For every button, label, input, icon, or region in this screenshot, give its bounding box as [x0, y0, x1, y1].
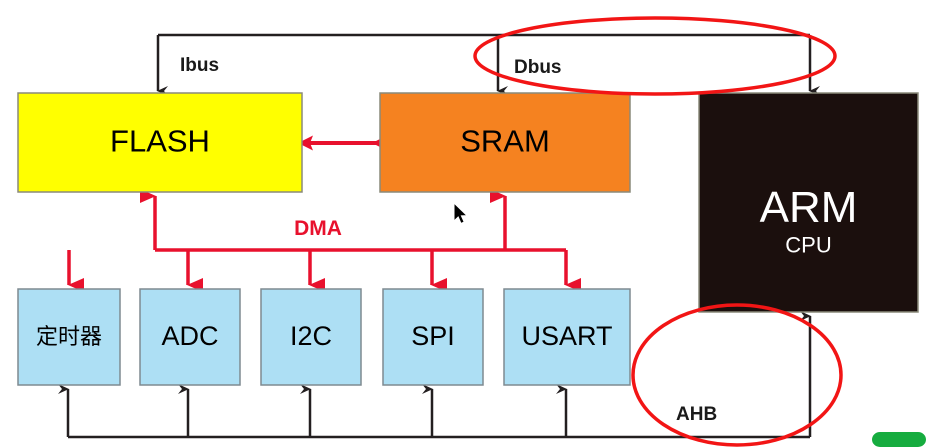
- peripheral-block-spi[interactable]: SPI: [382, 288, 484, 386]
- timer-rect[interactable]: [17, 288, 121, 386]
- usart-label: USART: [521, 321, 612, 351]
- spi-rect[interactable]: [382, 288, 484, 386]
- dma-up-arrows: [140, 189, 507, 250]
- arm-cpu-block[interactable]: ARM CPU: [698, 92, 919, 313]
- flash-rect[interactable]: [17, 92, 303, 193]
- adc-rect[interactable]: [139, 288, 241, 386]
- arm-cpu-label: ARM: [760, 183, 858, 232]
- peripheral-block-usart[interactable]: USART: [503, 288, 631, 386]
- ahb-peripheral-risers: [58, 384, 568, 437]
- i2c-rect[interactable]: [260, 288, 362, 386]
- i2c-label: I2C: [290, 321, 332, 351]
- ahb-label: AHB: [676, 404, 717, 425]
- green-badge: [872, 432, 926, 447]
- sram-label: SRAM: [460, 124, 550, 159]
- flash-label: FLASH: [110, 124, 210, 159]
- ahb-highlight: [631, 303, 843, 447]
- memory-block-sram[interactable]: SRAM: [379, 92, 631, 193]
- memory-blocks-group: FLASH SRAM: [17, 92, 631, 193]
- dbus-label: Dbus: [514, 57, 562, 78]
- dma-bus: [67, 189, 581, 292]
- adc-label: ADC: [161, 321, 218, 351]
- mouse-cursor: [453, 201, 469, 225]
- arm-cpu-sublabel: CPU: [785, 232, 831, 257]
- dma-label: DMA: [294, 217, 342, 240]
- timer-label: 定时器: [36, 324, 102, 349]
- peripheral-block-adc[interactable]: ADC: [139, 288, 241, 386]
- dbus-highlight: [473, 16, 837, 96]
- top-system-bus: [156, 33, 820, 96]
- memory-block-flash[interactable]: FLASH: [17, 92, 303, 193]
- arm-cpu-rect[interactable]: [698, 92, 919, 313]
- usart-rect[interactable]: [503, 288, 631, 386]
- peripheral-block-timer[interactable]: 定时器: [17, 288, 121, 386]
- dma-down-arrows: [67, 250, 581, 292]
- spi-label: SPI: [411, 321, 455, 351]
- sram-rect[interactable]: [379, 92, 631, 193]
- peripheral-blocks-group: 定时器 ADC I2C SPI USART: [17, 288, 631, 386]
- ibus-label: Ibus: [180, 55, 219, 76]
- peripheral-block-i2c[interactable]: I2C: [260, 288, 362, 386]
- highlight-annotations: [473, 16, 843, 447]
